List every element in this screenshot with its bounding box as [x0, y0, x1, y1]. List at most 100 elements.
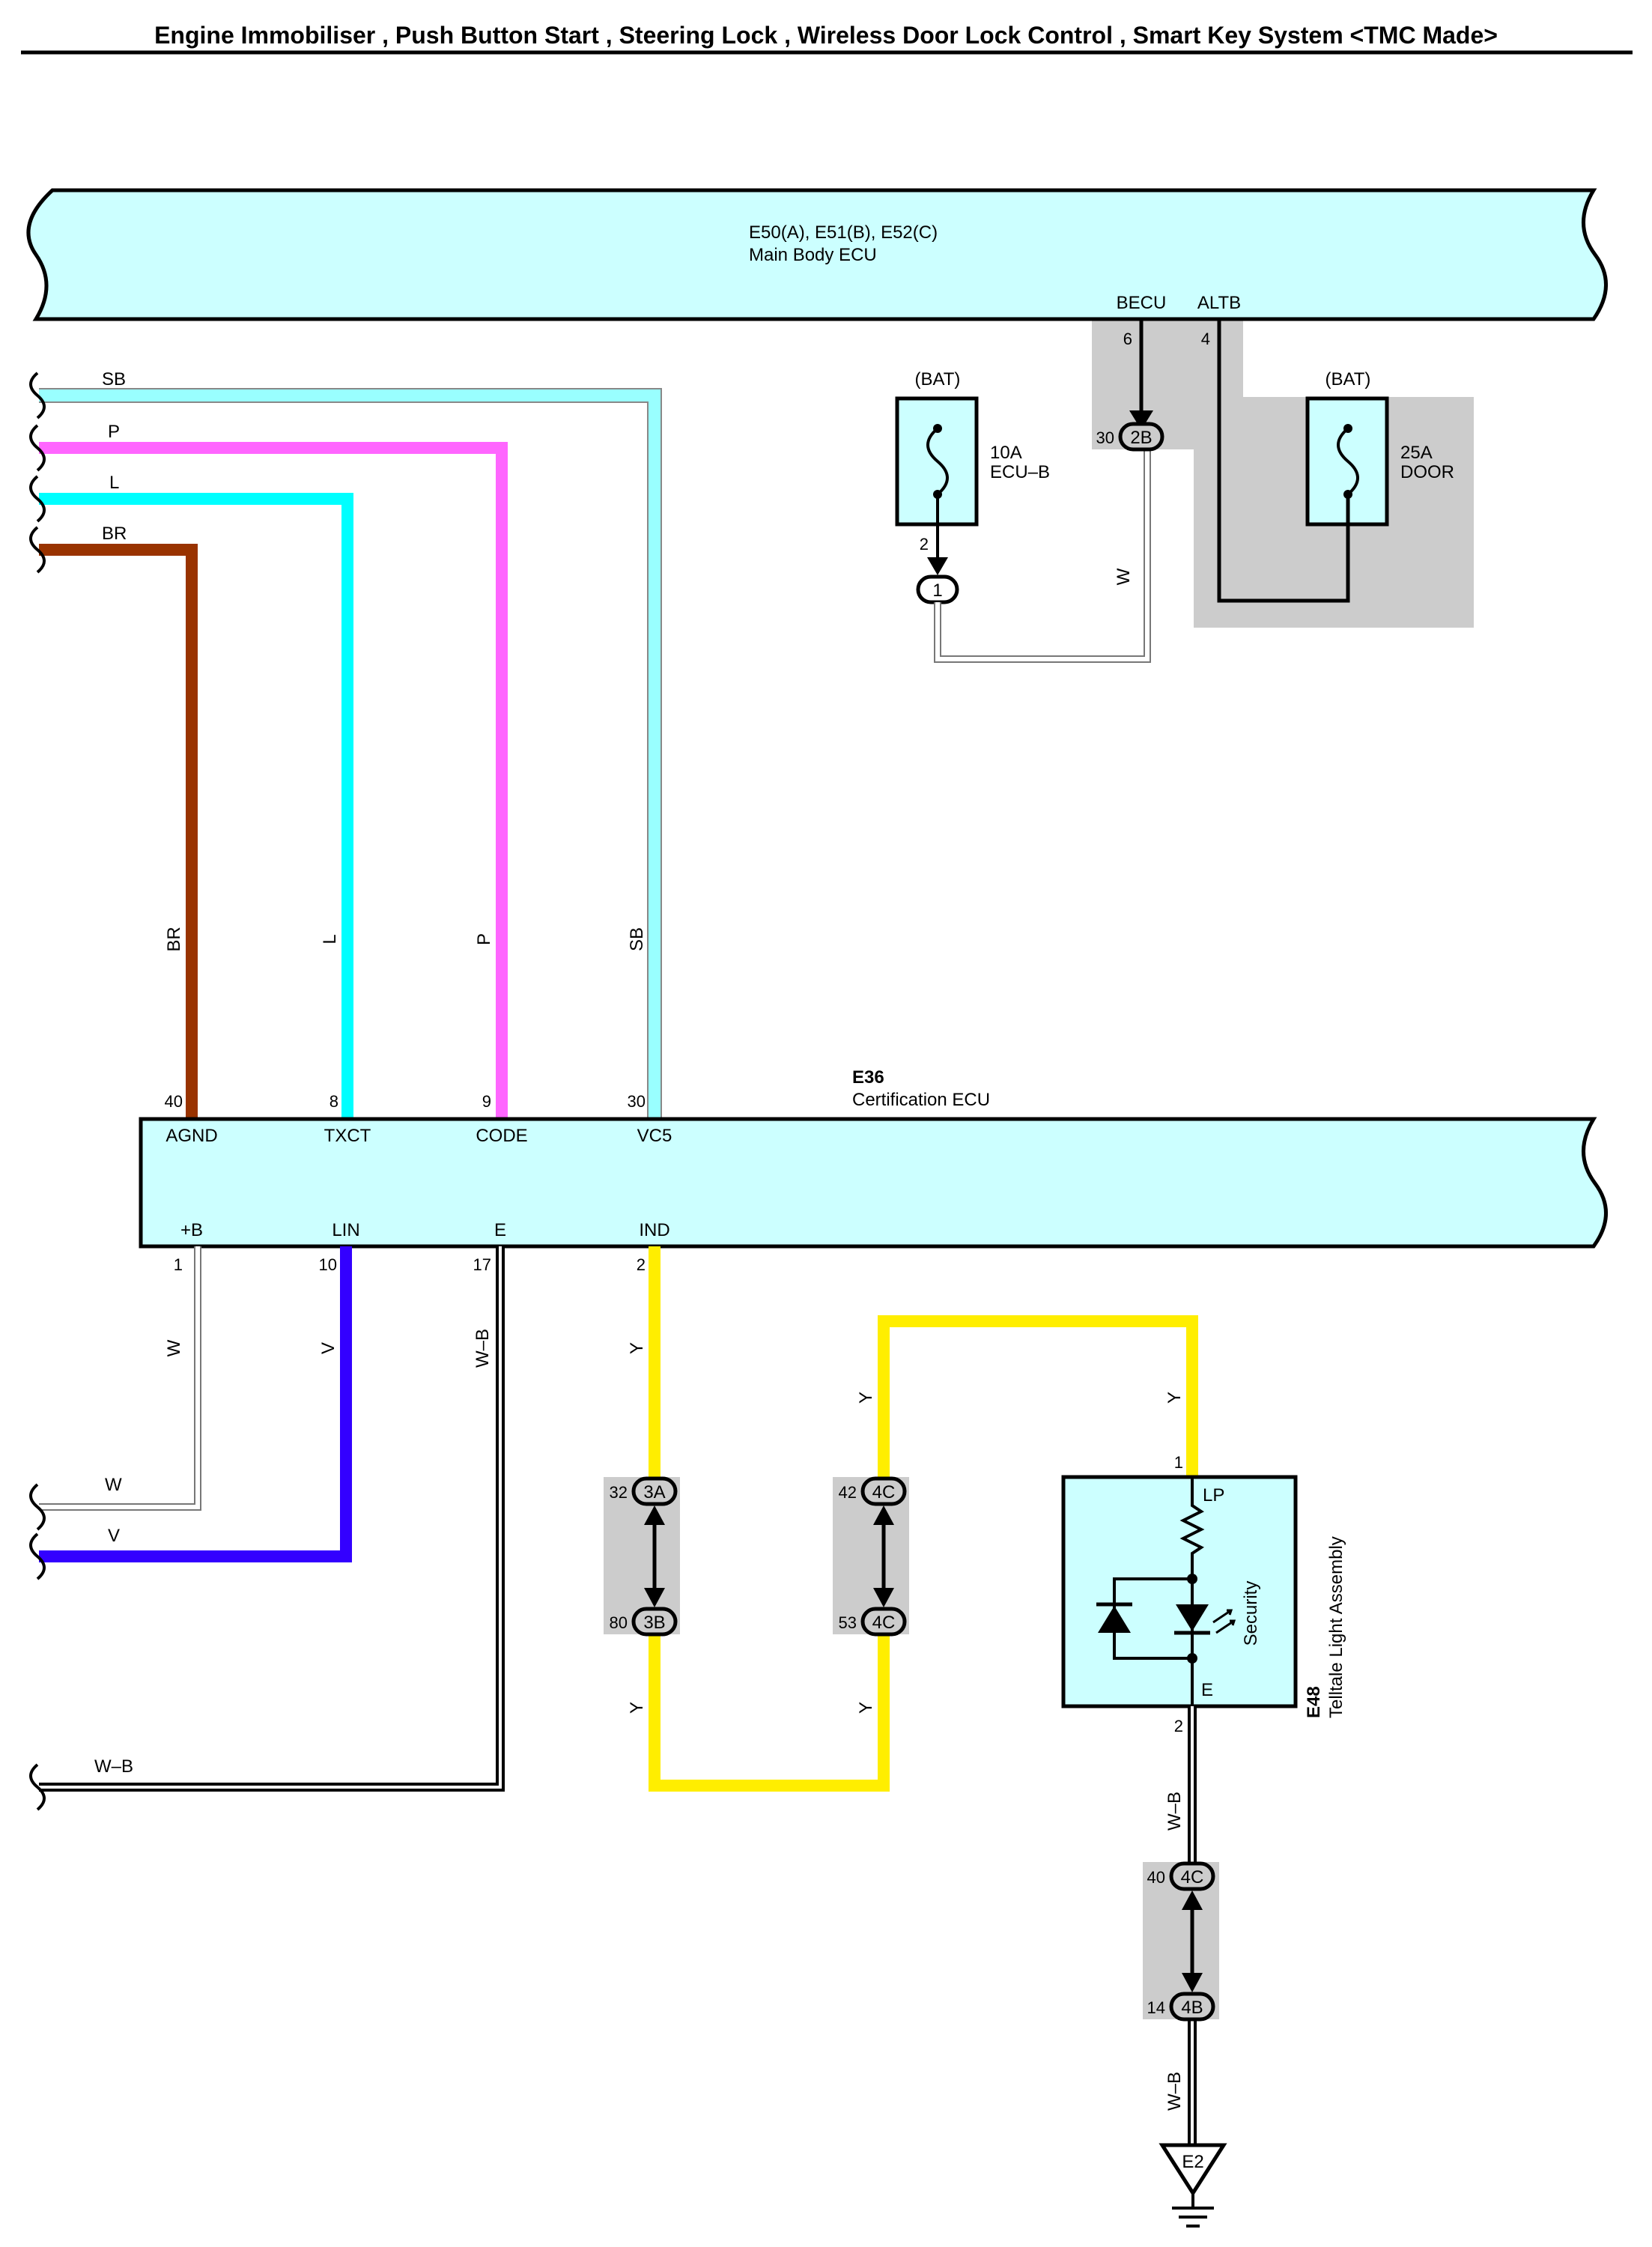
wire-label-y-2: Y — [627, 1702, 647, 1714]
fuse-ecu-b-terminal-top — [933, 424, 942, 433]
wire-w-b-ecu — [39, 1246, 502, 1789]
fuse-door-terminal-top — [1343, 424, 1352, 433]
ground-icon — [1172, 2207, 1214, 2228]
pin-number-code: 9 — [482, 1092, 491, 1111]
wire-label-w-b-left: W–B — [94, 1756, 133, 1777]
wire-break-w-b — [29, 1763, 46, 1811]
wire-v — [39, 1246, 352, 1562]
connector-3b-label: 3B — [643, 1613, 665, 1633]
main-body-ecu-code: E50(A), E51(B), E52(C) — [749, 222, 938, 243]
fuse-ecu-b-name: ECU–B — [990, 462, 1050, 482]
pin-number-altb: 4 — [1201, 330, 1210, 348]
fuse-door-symbol — [1337, 427, 1359, 496]
wire-w-b-ecu-outline — [39, 1246, 505, 1792]
certification-ecu-name: Certification ECU — [852, 1090, 990, 1110]
wire-label-w-left: W — [105, 1475, 122, 1495]
pin-number-becu: 6 — [1123, 330, 1132, 348]
wire-label-br-left: BR — [102, 524, 127, 544]
ground-triangle — [1158, 2143, 1227, 2197]
pin-number-lin: 10 — [319, 1255, 337, 1274]
pin-number-vc5: 30 — [628, 1092, 646, 1111]
main-body-ecu-name: Main Body ECU — [749, 245, 877, 265]
pin-label-lin: LIN — [332, 1220, 359, 1240]
connector-2b-label: 2B — [1130, 428, 1152, 448]
telltale-pin-lp: LP — [1203, 1485, 1224, 1505]
wire-label-p-left: P — [108, 422, 120, 442]
connector-4c-lower-pin: 53 — [839, 1613, 857, 1632]
pin-number-txct: 8 — [330, 1092, 338, 1111]
telltale-resistor — [1179, 1477, 1205, 1579]
splice-arrow-down-4b — [1182, 1973, 1203, 1992]
wire-label-w-b-vertical: W–B — [473, 1329, 493, 1368]
wire-br — [39, 544, 198, 1119]
wire-y-ind — [649, 1246, 1198, 1792]
ground-label: E2 — [1182, 2152, 1203, 2172]
wire-label-sb-left: SB — [102, 369, 126, 389]
connector-4b-label: 4B — [1181, 1998, 1203, 2018]
fuse-ecu-b-source: (BAT) — [915, 369, 961, 389]
wire-label-br-vertical: BR — [164, 927, 184, 951]
connector-arrow-2b — [1129, 410, 1153, 430]
fuse-ecu-b-rating: 10A — [990, 443, 1022, 463]
fuse-door-rating: 25A — [1400, 443, 1433, 463]
connector-3b — [631, 1607, 678, 1637]
wire-w-plus-b — [39, 1246, 200, 1509]
wire-label-p-vertical: P — [474, 933, 494, 945]
telltale-diode-icon — [1098, 1606, 1131, 1633]
pin-label-e: E — [494, 1220, 506, 1240]
pin-label-txct: TXCT — [324, 1126, 371, 1146]
connector-3b-pin: 80 — [610, 1613, 628, 1632]
telltale-pin-e: E — [1201, 1680, 1213, 1700]
certification-ecu-code: E36 — [852, 1067, 884, 1088]
telltale-pin-e-number: 2 — [1174, 1717, 1183, 1735]
wire-label-y-4: Y — [856, 1392, 876, 1404]
wire-break-br — [29, 526, 46, 574]
connector-arrow-ecu-b — [927, 557, 948, 575]
wire-break-w — [29, 1483, 46, 1531]
wire-sb — [39, 389, 661, 1119]
pin-label-vc5: VC5 — [637, 1126, 672, 1146]
pin-label-code: CODE — [476, 1126, 527, 1146]
connector-2b — [1118, 422, 1164, 452]
telltale-light-box — [1061, 1475, 1298, 1708]
wire-label-y-1: Y — [627, 1342, 647, 1354]
telltale-lamp-label: Security — [1241, 1581, 1261, 1646]
pin-label-plus-b: +B — [180, 1220, 203, 1240]
splice-arrow-down-3b — [644, 1588, 665, 1607]
pin-number-ind: 2 — [637, 1255, 646, 1274]
connector-3a — [631, 1476, 678, 1506]
connector-4b-pin: 14 — [1147, 1998, 1165, 2017]
telltale-led-rays-icon — [1212, 1609, 1236, 1634]
telltale-name: Telltale Light Assembly — [1326, 1536, 1346, 1718]
connector-4c-upper — [860, 1476, 907, 1506]
splice-arrow-down-4c — [873, 1588, 894, 1607]
wire-label-v-left: V — [108, 1526, 120, 1546]
connector-4b — [1169, 1992, 1215, 2022]
pin-label-altb: ALTB — [1197, 293, 1241, 313]
wire-label-w-ecu-b: W — [1114, 568, 1134, 585]
pin-number-e: 17 — [473, 1255, 491, 1274]
wire-break-v — [29, 1532, 46, 1580]
connector-4c-upper-label: 4C — [872, 1482, 896, 1502]
fuse-door-name: DOOR — [1400, 462, 1454, 482]
wire-label-y-5: Y — [1164, 1392, 1185, 1404]
connector-4c-lower — [860, 1607, 907, 1637]
pin-number-plus-b: 1 — [174, 1255, 183, 1274]
certification-ecu-box — [139, 1117, 1608, 1249]
wire-p — [39, 442, 508, 1119]
connector-4c-lower-label: 4C — [872, 1613, 896, 1633]
connector-4c-upper-pin: 42 — [839, 1483, 857, 1502]
telltale-pin-lp-number: 1 — [1174, 1453, 1183, 1472]
connector-3a-pin: 32 — [610, 1483, 628, 1502]
fuse-ecu-b-pin: 2 — [920, 535, 929, 554]
main-body-ecu-box — [26, 188, 1608, 321]
connector-4c-ground-pin: 40 — [1147, 1868, 1165, 1887]
wire-altb-door — [1217, 319, 1350, 603]
pin-label-becu: BECU — [1117, 293, 1167, 313]
wire-label-w-vertical: W — [164, 1339, 184, 1356]
fuse-ecu-b-symbol — [926, 427, 949, 496]
wire-l — [39, 493, 353, 1119]
wire-label-w-b-ground-1: W–B — [1164, 1792, 1185, 1831]
wire-label-w-b-ground-2: W–B — [1164, 2072, 1185, 2111]
connector-1-label: 1 — [932, 580, 942, 601]
